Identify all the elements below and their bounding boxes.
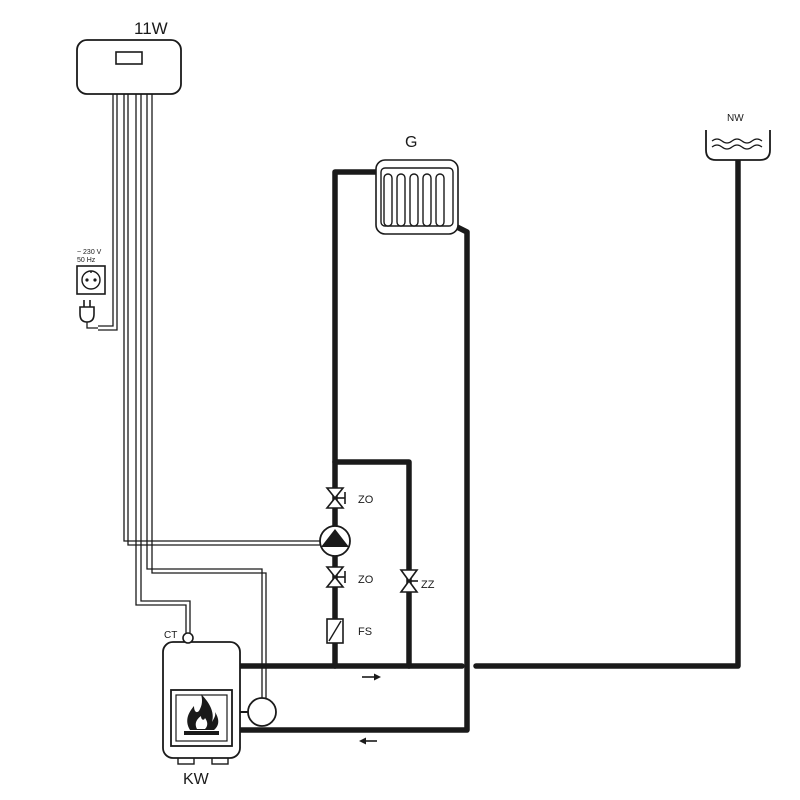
power-voltage-label: ~ 230 V — [77, 249, 102, 256]
supply-flow-arrow-icon — [362, 673, 381, 681]
boiler-pump-icon — [240, 697, 277, 727]
controller-wiring — [98, 94, 320, 698]
power-frequency-label: 50 Hz — [77, 257, 96, 264]
controller-display — [115, 51, 143, 65]
radiator-label: G — [405, 134, 417, 151]
temperature-sensor-icon — [182, 632, 194, 644]
controller-label: 11W — [134, 19, 168, 38]
shutoff-valve-upper-icon — [325, 487, 346, 509]
filter-icon — [326, 618, 344, 644]
shutoff-valve-lower-icon — [325, 566, 346, 588]
filter-label: FS — [358, 626, 372, 638]
flame-icon — [184, 694, 219, 735]
valve-bypass-label: ZZ — [421, 579, 435, 591]
power-socket-icon — [76, 265, 106, 295]
radiator — [375, 159, 459, 235]
water-wave-icon — [711, 138, 763, 144]
valve-upper-label: ZO — [358, 494, 374, 506]
boiler-label: KW — [183, 771, 210, 788]
circulation-pump-icon — [319, 525, 351, 557]
sensor-label: CT — [164, 630, 177, 641]
supply-pipe — [237, 157, 741, 669]
bypass-valve-icon — [399, 569, 419, 593]
return-flow-arrow-icon — [359, 737, 377, 745]
bypass-pipe — [332, 459, 412, 669]
expansion-tank-label: NW — [727, 113, 744, 124]
expansion-tank — [705, 130, 771, 161]
water-wave-icon — [711, 144, 763, 150]
riser-pipe — [332, 169, 381, 669]
controller-unit — [76, 39, 182, 95]
return-pipe — [237, 223, 470, 733]
power-plug-icon — [79, 300, 98, 329]
boiler — [162, 641, 241, 765]
valve-lower-label: ZO — [358, 574, 374, 586]
